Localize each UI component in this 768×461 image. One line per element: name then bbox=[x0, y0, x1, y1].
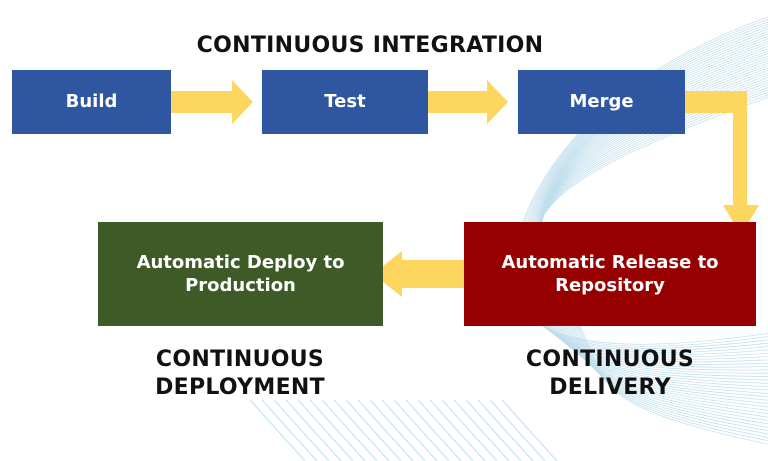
merge-step-label: Merge bbox=[569, 91, 634, 113]
continuous-integration-title: CONTINUOUS INTEGRATION bbox=[196, 33, 544, 58]
arrow-build-to-test bbox=[171, 80, 253, 124]
merge-step-box: Merge bbox=[518, 70, 685, 134]
deploy-step-box: Automatic Deploy to Production bbox=[98, 222, 383, 326]
hatch-line bbox=[285, 399, 342, 461]
hatch-line bbox=[321, 399, 378, 461]
arrow-merge-to-release bbox=[685, 91, 759, 235]
hatch-line bbox=[405, 399, 462, 461]
hatch-line bbox=[357, 399, 414, 461]
hatch-line bbox=[273, 399, 330, 461]
build-step-box: Build bbox=[12, 70, 171, 134]
hatch-line bbox=[381, 399, 438, 461]
hatch-line bbox=[501, 399, 558, 461]
test-step-box: Test bbox=[262, 70, 428, 134]
hatch-line bbox=[453, 399, 510, 461]
deploy-step-label: Automatic Deploy to Production bbox=[136, 251, 345, 296]
hatch-line bbox=[309, 399, 366, 461]
hatch-line bbox=[261, 399, 318, 461]
hatch-line bbox=[429, 399, 486, 461]
hatch-line bbox=[369, 399, 426, 461]
hatch-line bbox=[333, 399, 390, 461]
build-step-label: Build bbox=[65, 91, 118, 113]
continuous-delivery-title: CONTINUOUS DELIVERY bbox=[525, 347, 695, 400]
hatch-line bbox=[417, 399, 474, 461]
arrow-test-to-merge bbox=[428, 80, 508, 124]
continuous-deployment-title: CONTINUOUS DEPLOYMENT bbox=[155, 347, 325, 400]
hatch-line bbox=[477, 399, 534, 461]
test-step-label: Test bbox=[324, 91, 366, 113]
hatch-line bbox=[345, 399, 402, 461]
release-step-label: Automatic Release to Repository bbox=[501, 251, 719, 296]
hatch-line bbox=[297, 399, 354, 461]
hatch-line bbox=[489, 399, 546, 461]
hatch-line bbox=[249, 399, 306, 461]
hatch-line bbox=[465, 399, 522, 461]
arrow-release-to-deploy bbox=[373, 251, 464, 297]
release-step-box: Automatic Release to Repository bbox=[464, 222, 756, 326]
hatch-line bbox=[393, 399, 450, 461]
hatch-line bbox=[441, 399, 498, 461]
